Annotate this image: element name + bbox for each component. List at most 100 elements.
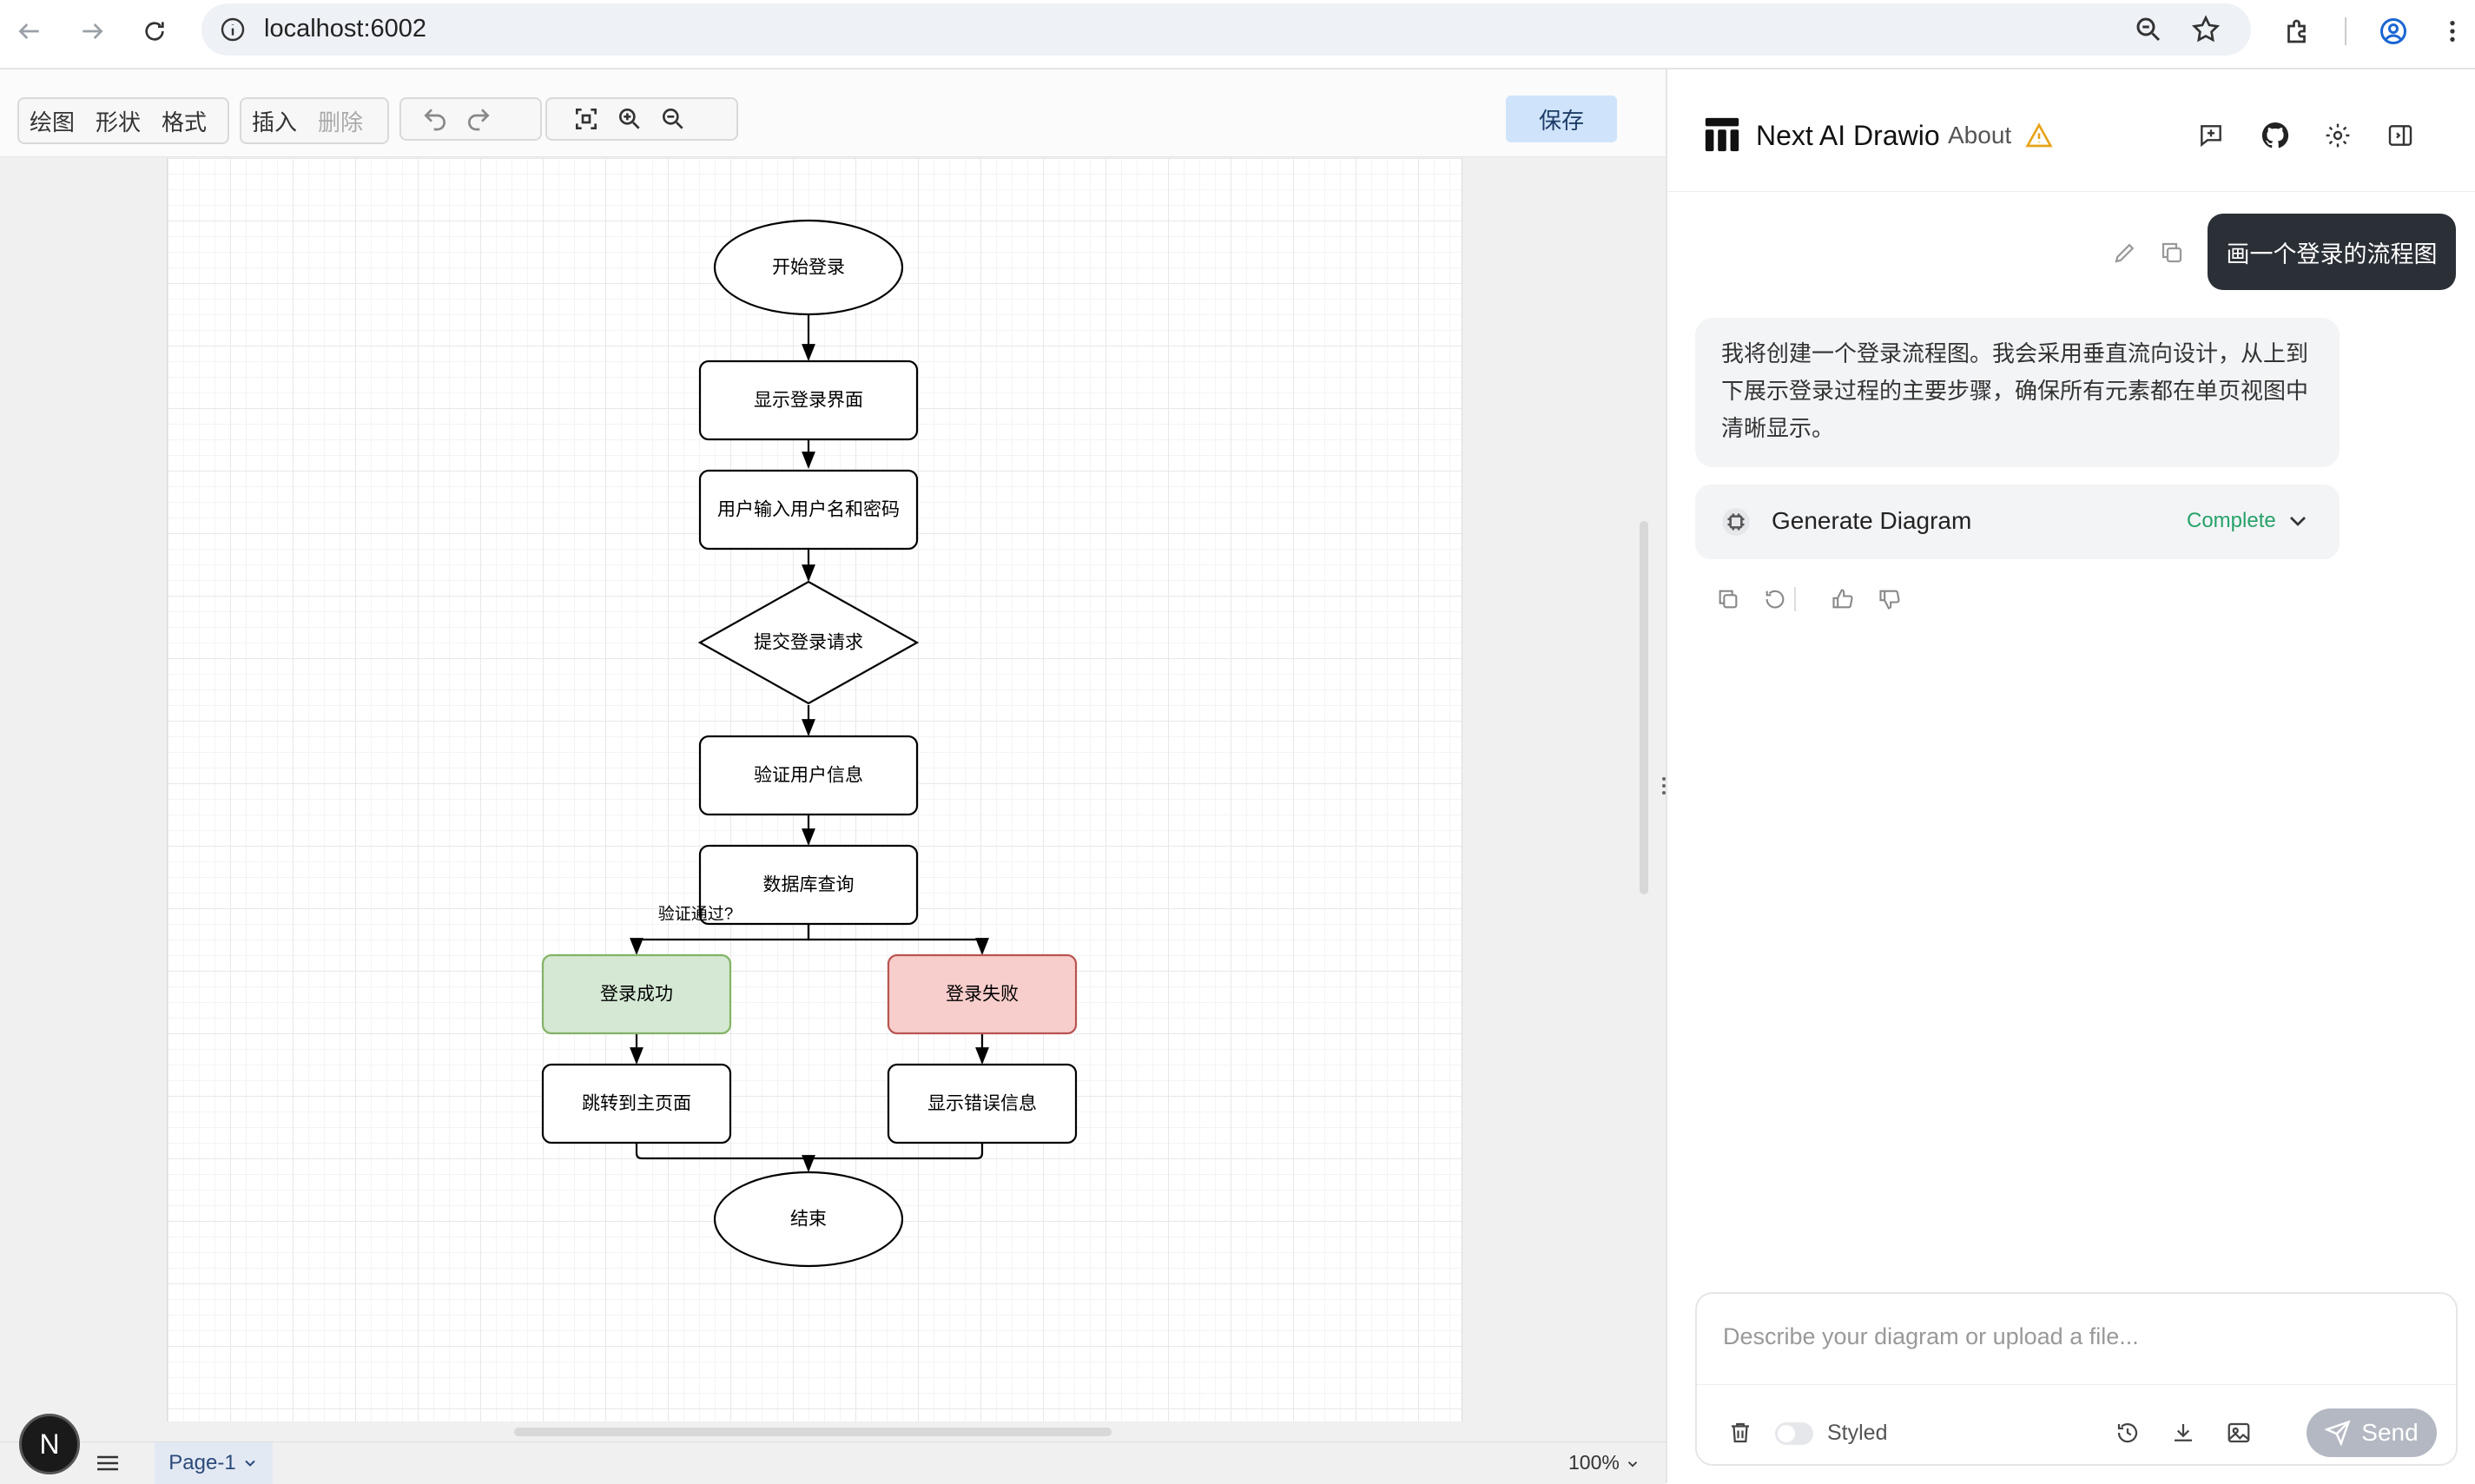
styled-label: Styled	[1827, 1421, 1888, 1445]
tool-name: Generate Diagram	[1772, 507, 1972, 534]
extensions-icon[interactable]	[2279, 12, 2317, 50]
toolbar-divider	[2345, 17, 2346, 45]
tool-call-card[interactable]: Generate Diagram Complete	[1695, 485, 2340, 559]
undo-button[interactable]	[413, 99, 457, 139]
assistant-message: 我将创建一个登录流程图。我会采用垂直流向设计，从上到下展示登录过程的主要步骤，确…	[1695, 318, 2340, 467]
styled-toggle[interactable]	[1775, 1422, 1813, 1445]
zoom-dropdown[interactable]: 100%	[1568, 1451, 1640, 1474]
zoom-out-icon	[663, 109, 683, 129]
github-button[interactable]	[2258, 118, 2293, 153]
end-node[interactable]	[713, 1171, 904, 1268]
insert-button[interactable]: 插入	[252, 109, 298, 135]
zoom-in-icon	[619, 109, 640, 129]
sidebar-toggle-icon	[2388, 125, 2412, 146]
history-icon	[2117, 1423, 2138, 1443]
thumbs-up-icon[interactable]	[1827, 584, 1858, 615]
address-bar[interactable]: localhost:6002	[201, 3, 2251, 56]
history-button[interactable]	[2110, 1415, 2145, 1450]
copy-response-icon[interactable]	[1713, 584, 1744, 615]
chevron-down-icon	[244, 1460, 255, 1467]
upload-image-button[interactable]	[2221, 1415, 2256, 1450]
zoom-level-text: 100%	[1568, 1451, 1620, 1474]
reload-button[interactable]	[135, 12, 174, 50]
history-group	[399, 97, 542, 141]
download-icon	[2175, 1424, 2192, 1441]
trash-icon	[1732, 1422, 1749, 1443]
tool-status-badge: Complete	[2187, 509, 2276, 532]
back-button[interactable]	[10, 12, 49, 50]
page-tab[interactable]: Page-1	[155, 1442, 273, 1484]
prompt-input[interactable]	[1721, 1309, 2437, 1363]
assistant-message-text: 我将创建一个登录流程图。我会采用垂直流向设计，从上到下展示登录过程的主要步骤，确…	[1721, 340, 2309, 441]
fit-button[interactable]	[564, 99, 608, 139]
about-link[interactable]: About	[1948, 122, 2012, 148]
redo-icon	[468, 109, 490, 131]
branch-label: 验证通过?	[658, 905, 734, 924]
send-label: Send	[2361, 1419, 2419, 1446]
chevron-down-icon[interactable]	[2284, 507, 2312, 535]
error-node[interactable]	[887, 1063, 1078, 1144]
message-composer: Styled Send	[1695, 1292, 2458, 1466]
send-button[interactable]: Send	[2307, 1408, 2437, 1457]
start-node[interactable]	[713, 219, 904, 316]
app-logo-icon	[1702, 115, 1742, 155]
editor-toolbar: 绘图 形状 格式 插入 删除	[0, 69, 1666, 157]
success-label: 登录成功	[600, 985, 673, 1005]
settings-button[interactable]	[2320, 118, 2355, 153]
bookmark-star-icon[interactable]	[2190, 14, 2221, 45]
fit-screen-icon	[576, 109, 597, 129]
download-button[interactable]	[2166, 1415, 2201, 1450]
panel-toggle-group: 绘图 形状 格式	[17, 97, 229, 144]
url-text: localhost:6002	[264, 15, 427, 43]
edge-db-success[interactable]	[630, 924, 810, 955]
panel-divider[interactable]	[1666, 69, 1667, 1483]
undo-icon	[424, 109, 446, 131]
next-dev-badge[interactable]: N	[19, 1414, 80, 1474]
chat-panel: Next AI Drawio About 画一个登录的流程图 我将创建一个登录流…	[1667, 69, 2475, 1483]
delete-button[interactable]: 删除	[318, 109, 364, 135]
pages-menu-icon[interactable]	[96, 1453, 120, 1474]
success-node[interactable]	[541, 953, 732, 1035]
verify-node[interactable]	[698, 735, 919, 816]
home-label: 跳转到主页面	[582, 1094, 691, 1114]
actions-divider	[1794, 587, 1796, 611]
warning-icon[interactable]	[2025, 122, 2053, 149]
error-label: 显示错误信息	[927, 1094, 1037, 1114]
redo-button[interactable]	[457, 99, 500, 139]
fail-node[interactable]	[887, 953, 1078, 1035]
edge-db-fail[interactable]	[807, 924, 989, 955]
image-icon	[2228, 1422, 2250, 1443]
fail-label: 登录失败	[946, 985, 1019, 1005]
copy-message-icon[interactable]	[2159, 240, 2185, 266]
new-chat-icon	[2201, 125, 2221, 148]
edge-home-end[interactable]	[635, 1143, 815, 1172]
edge-error-end[interactable]	[808, 1143, 984, 1160]
clear-chat-button[interactable]	[1723, 1415, 1758, 1450]
diagram-canvas[interactable]: 开始登录 显示登录界面 用户输入用户名和密码 提交登录请求 验证用户信息 数据库…	[167, 158, 1462, 1421]
more-menu-icon[interactable]	[2433, 12, 2472, 50]
site-info-icon[interactable]	[219, 16, 247, 43]
draw-tab[interactable]: 绘图	[30, 109, 76, 135]
format-tab[interactable]: 格式	[162, 109, 208, 135]
db-query-node[interactable]	[698, 844, 919, 926]
home-node[interactable]	[541, 1063, 732, 1144]
zoom-in-button[interactable]	[608, 99, 651, 139]
shape-tab[interactable]: 形状	[96, 109, 142, 135]
profile-icon[interactable]	[2374, 12, 2412, 50]
show-login-node[interactable]	[698, 359, 919, 441]
thumbs-down-icon[interactable]	[1874, 584, 1905, 615]
zoom-icon[interactable]	[2133, 14, 2164, 45]
arrow-right-icon	[82, 23, 103, 39]
arrow-left-icon	[18, 23, 39, 39]
horizontal-scrollbar[interactable]	[514, 1428, 1112, 1436]
new-chat-button[interactable]	[2194, 118, 2228, 153]
submit-decision-node[interactable]	[697, 580, 920, 705]
vertical-scrollbar[interactable]	[1640, 521, 1648, 894]
regenerate-icon[interactable]	[1759, 584, 1791, 615]
collapse-panel-button[interactable]	[2383, 118, 2418, 153]
zoom-out-button[interactable]	[651, 99, 695, 139]
input-node[interactable]	[698, 469, 919, 551]
save-button[interactable]: 保存	[1506, 96, 1617, 142]
forward-button[interactable]	[73, 12, 111, 50]
edit-message-icon[interactable]	[2112, 240, 2138, 266]
